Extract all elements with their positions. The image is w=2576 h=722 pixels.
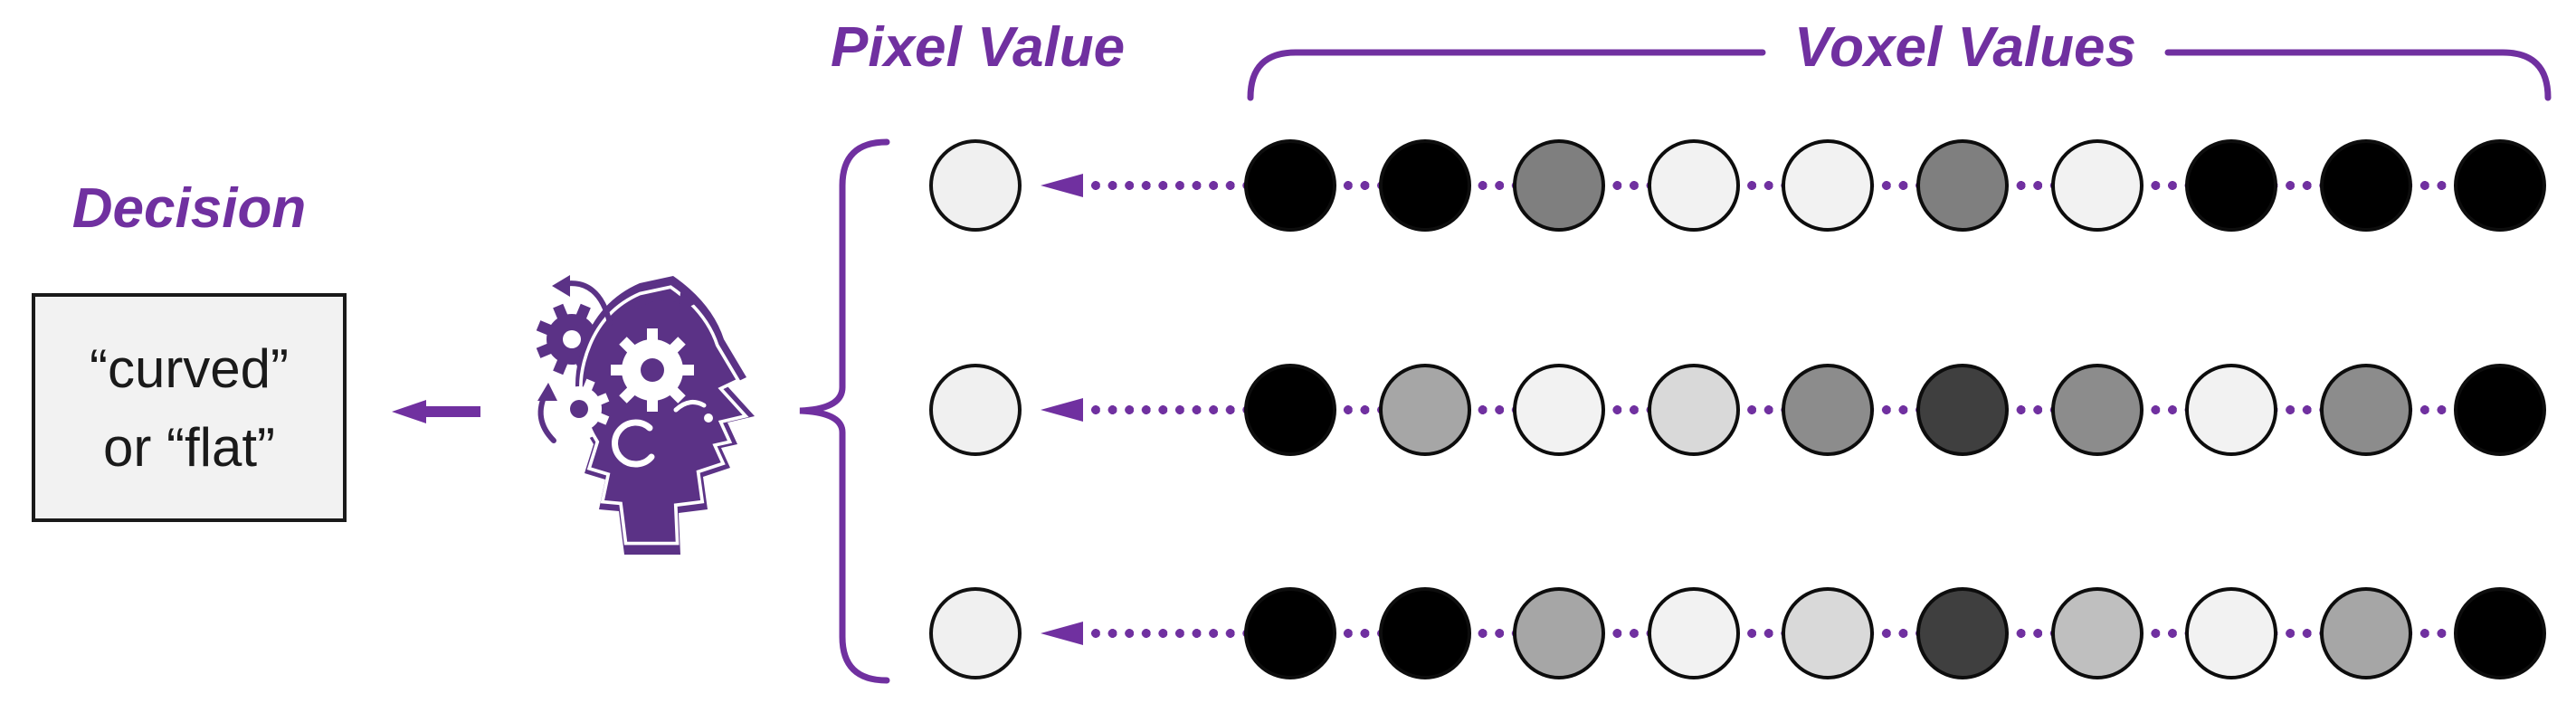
voxel-circle — [1513, 587, 1606, 679]
voxel-circles — [1244, 364, 2547, 456]
voxel-row-2 — [0, 363, 2576, 457]
voxel-circle — [1513, 364, 1606, 456]
voxel-circle — [1782, 587, 1875, 679]
voxel-circle — [1378, 139, 1471, 232]
decision-box: “curved” or “flat” — [32, 293, 347, 522]
voxel-circles — [1244, 587, 2547, 679]
voxel-circle — [2319, 587, 2412, 679]
voxel-circle — [2454, 364, 2547, 456]
decision-label: Decision — [71, 177, 307, 240]
decision-box-line2: or “flat” — [102, 416, 276, 478]
voxel-circle — [1647, 139, 1740, 232]
voxel-circle — [2454, 587, 2547, 679]
voxel-circle — [2454, 139, 2547, 232]
voxel-circle — [2050, 587, 2143, 679]
left-arrowhead-icon — [1041, 398, 1083, 422]
voxel-circle — [1915, 587, 2009, 679]
voxel-circle — [1378, 587, 1471, 679]
voxel-circle — [2185, 587, 2278, 679]
voxel-circle — [2319, 364, 2412, 456]
voxel-row-3 — [0, 586, 2576, 680]
voxel-circle — [2319, 139, 2412, 232]
voxel-circle — [1244, 364, 1336, 456]
voxel-circle — [1647, 587, 1740, 679]
voxel-circle — [1647, 364, 1740, 456]
pixel-value-label: Pixel Value — [831, 16, 1126, 79]
voxel-circles — [1244, 139, 2547, 232]
voxel-circle — [2050, 139, 2143, 232]
voxel-circle — [1782, 364, 1875, 456]
voxel-circle — [1915, 139, 2009, 232]
pixel-circle — [929, 587, 1022, 679]
voxel-circle — [2050, 364, 2143, 456]
voxel-circle — [1782, 139, 1875, 232]
decision-box-line1: “curved” — [89, 337, 290, 399]
voxel-circle — [2185, 364, 2278, 456]
left-arrowhead-icon — [1041, 174, 1083, 197]
voxel-circle — [2185, 139, 2278, 232]
pixel-circle — [929, 364, 1022, 456]
voxel-circle — [1378, 364, 1471, 456]
left-arrowhead-icon — [1041, 622, 1083, 645]
voxel-circle — [1513, 139, 1606, 232]
voxel-row-1 — [0, 138, 2576, 233]
voxel-circle — [1244, 139, 1336, 232]
voxel-circle — [1244, 587, 1336, 679]
voxel-circle — [1915, 364, 2009, 456]
pixel-circle — [929, 139, 1022, 232]
voxel-values-label: Voxel Values — [1794, 16, 2136, 79]
